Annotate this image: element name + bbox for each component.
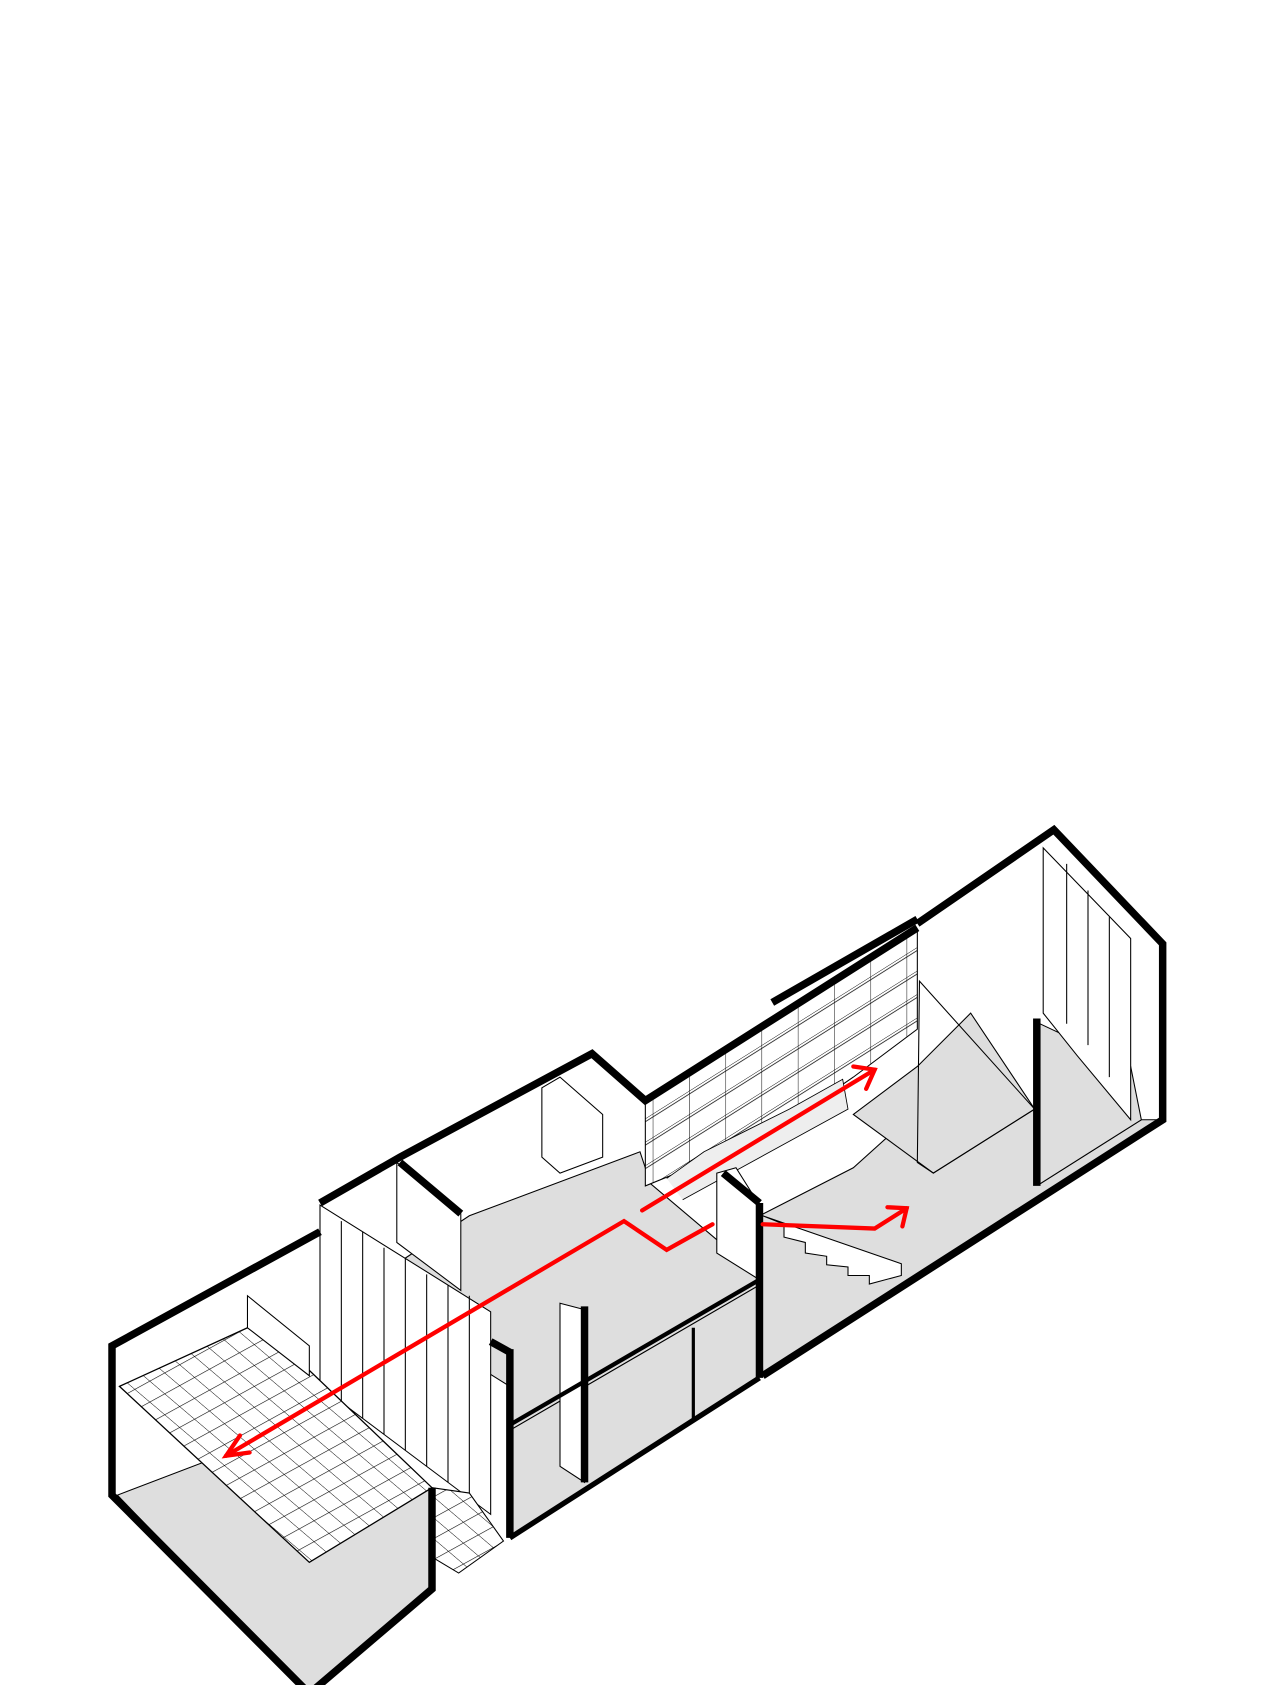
mezzanine-railing-left: [246, 1294, 310, 1377]
circulation-arrow-icon: [885, 1205, 910, 1229]
circulation-arrow-icon: [851, 1064, 878, 1091]
wall-front-middle: [508, 1277, 761, 1427]
wall-partition-stair: [720, 1170, 762, 1206]
wall-back-right: [760, 824, 1167, 1379]
tiled-floor-entry: [431, 1487, 505, 1574]
wall-stub-right-front: [770, 916, 920, 1006]
wall-left-junction: [488, 1338, 512, 1356]
path-stair-route: [760, 1206, 909, 1231]
wall-front-bottom: [508, 1375, 761, 1541]
circulation-path: [221, 1064, 910, 1459]
path-main-route: [224, 1218, 715, 1458]
floor-mezzanine-right: [852, 1012, 1036, 1174]
wall-back: [318, 924, 920, 1207]
partition-column: [541, 1076, 604, 1174]
walls: [108, 824, 1167, 1685]
wall-left-end: [108, 1228, 436, 1685]
path-upper-route: [640, 1067, 877, 1213]
mezzanine-railing: [916, 979, 1036, 1174]
glazing-mullions: [340, 863, 1110, 1499]
circulation-arrow-icon: [221, 1433, 252, 1459]
staircase: [762, 1215, 902, 1285]
wall-partition-left: [397, 1159, 464, 1217]
tiled-mezzanine-slab: [118, 1327, 434, 1564]
